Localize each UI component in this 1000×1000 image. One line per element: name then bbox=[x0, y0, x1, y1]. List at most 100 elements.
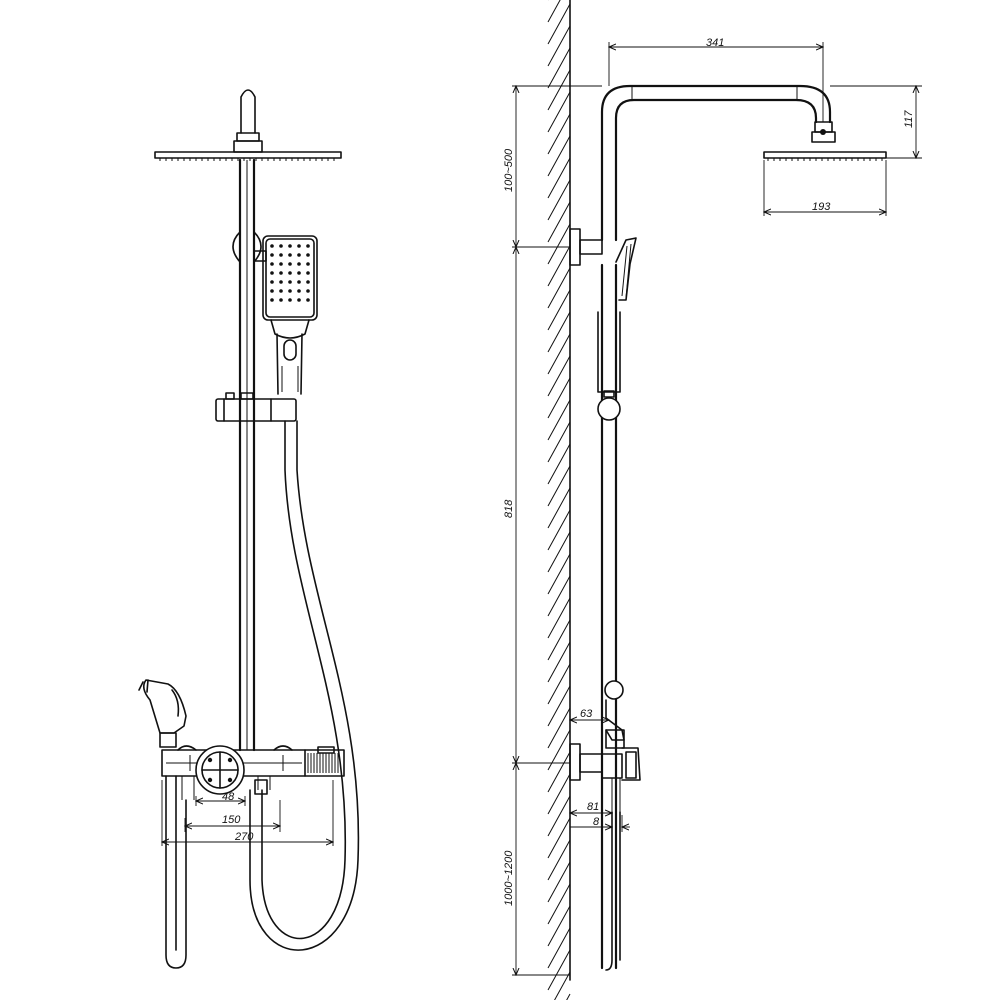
hatch-line bbox=[547, 707, 571, 749]
hatch-line bbox=[547, 3, 571, 45]
front-slide-holder bbox=[215, 392, 297, 422]
spray-nozzle bbox=[270, 271, 274, 275]
hatch-line bbox=[547, 421, 571, 463]
arm-length-label: 341 bbox=[706, 37, 724, 49]
inlet-spacing-label: 150 bbox=[222, 814, 241, 826]
spray-nozzle bbox=[297, 289, 301, 293]
spray-nozzle bbox=[306, 289, 310, 293]
hatch-line bbox=[547, 685, 571, 727]
spray-nozzle bbox=[306, 253, 310, 257]
spray-nozzle bbox=[297, 298, 301, 302]
hatch-line bbox=[547, 663, 571, 705]
hatch-line bbox=[547, 223, 571, 265]
valve-depth-label: 81 bbox=[587, 801, 599, 813]
front-upper-holder bbox=[232, 231, 262, 263]
spray-nozzle bbox=[306, 271, 310, 275]
hatch-line bbox=[547, 135, 571, 177]
hatch-line bbox=[547, 575, 571, 617]
hatch-line bbox=[547, 729, 571, 771]
spray-nozzle bbox=[297, 271, 301, 275]
hatch-line bbox=[547, 267, 571, 309]
spray-nozzle bbox=[279, 298, 283, 302]
wall-hatching bbox=[547, 0, 571, 1000]
spray-nozzle bbox=[279, 271, 283, 275]
spray-nozzle bbox=[279, 289, 283, 293]
hatch-line bbox=[547, 509, 571, 551]
mixer-width-label: 270 bbox=[234, 831, 254, 843]
head-drop-label: 117 bbox=[903, 110, 915, 128]
front-dimensions: 48 150 270 bbox=[162, 780, 333, 846]
front-arm-nut bbox=[236, 132, 260, 142]
spray-nozzle bbox=[288, 244, 292, 248]
spray-nozzle bbox=[288, 298, 292, 302]
spray-nozzle bbox=[270, 280, 274, 284]
front-rain-shower-head bbox=[154, 151, 342, 161]
top-bracket-range-label: 100~500 bbox=[503, 148, 515, 192]
spray-nozzle bbox=[297, 262, 301, 266]
hatch-line bbox=[547, 201, 571, 243]
spray-nozzle bbox=[297, 280, 301, 284]
spray-nozzle bbox=[279, 262, 283, 266]
spray-nozzle bbox=[270, 253, 274, 257]
hatch-line bbox=[547, 289, 571, 331]
hatch-line bbox=[547, 355, 571, 397]
hatch-line bbox=[547, 47, 571, 89]
spray-nozzle bbox=[288, 262, 292, 266]
side-rain-shower-head bbox=[763, 151, 887, 161]
hatch-line bbox=[547, 553, 571, 595]
spray-nozzle bbox=[288, 280, 292, 284]
hatch-line bbox=[547, 817, 571, 859]
hatch-line bbox=[547, 883, 571, 925]
spray-nozzle bbox=[270, 244, 274, 248]
hatch-line bbox=[547, 949, 571, 991]
hatch-line bbox=[547, 641, 571, 683]
pipe-offset-label: 8 bbox=[593, 816, 600, 828]
hatch-line bbox=[547, 465, 571, 507]
hatch-line bbox=[547, 399, 571, 441]
hatch-line bbox=[547, 0, 561, 23]
hatch-line bbox=[566, 993, 571, 1000]
side-rail bbox=[597, 263, 621, 970]
spray-nozzle bbox=[288, 271, 292, 275]
hatch-line bbox=[547, 597, 571, 639]
front-bidet-sprayer bbox=[138, 679, 187, 748]
spray-nozzle bbox=[288, 253, 292, 257]
front-view: 48 150 270 bbox=[138, 89, 360, 969]
side-top-bracket bbox=[569, 228, 603, 266]
spray-nozzle bbox=[288, 289, 292, 293]
hatch-line bbox=[547, 69, 571, 111]
hatch-line bbox=[547, 773, 571, 815]
hatch-line bbox=[547, 245, 571, 287]
valve-height-label: 1000~1200 bbox=[503, 850, 515, 906]
spray-nozzle bbox=[279, 244, 283, 248]
spray-nozzle bbox=[297, 253, 301, 257]
side-lower-assembly bbox=[569, 680, 641, 971]
hatch-line bbox=[547, 113, 571, 155]
spray-nozzle bbox=[270, 298, 274, 302]
front-shower-hose bbox=[249, 420, 360, 951]
rail-length-label: 818 bbox=[503, 499, 515, 518]
side-top-arm bbox=[600, 84, 836, 242]
hatch-line bbox=[547, 905, 571, 947]
front-hand-shower bbox=[262, 235, 318, 395]
spray-nozzle bbox=[279, 253, 283, 257]
hatch-line bbox=[547, 927, 571, 969]
hatch-line bbox=[547, 157, 571, 199]
front-thermostat-knob bbox=[195, 745, 245, 795]
hatch-line bbox=[554, 971, 571, 1000]
hatch-line bbox=[547, 377, 571, 419]
front-mixer-body bbox=[161, 745, 345, 800]
wall-offset-label: 63 bbox=[580, 708, 593, 720]
hatch-line bbox=[547, 179, 571, 221]
hatch-line bbox=[547, 487, 571, 529]
spray-nozzle bbox=[270, 289, 274, 293]
spray-nozzle bbox=[306, 298, 310, 302]
head-width-label: 193 bbox=[812, 201, 831, 213]
hatch-line bbox=[547, 839, 571, 881]
side-hand-shower bbox=[615, 237, 637, 301]
spray-nozzle bbox=[279, 280, 283, 284]
hatch-line bbox=[547, 91, 571, 133]
hatch-line bbox=[547, 311, 571, 353]
spray-nozzle bbox=[306, 280, 310, 284]
